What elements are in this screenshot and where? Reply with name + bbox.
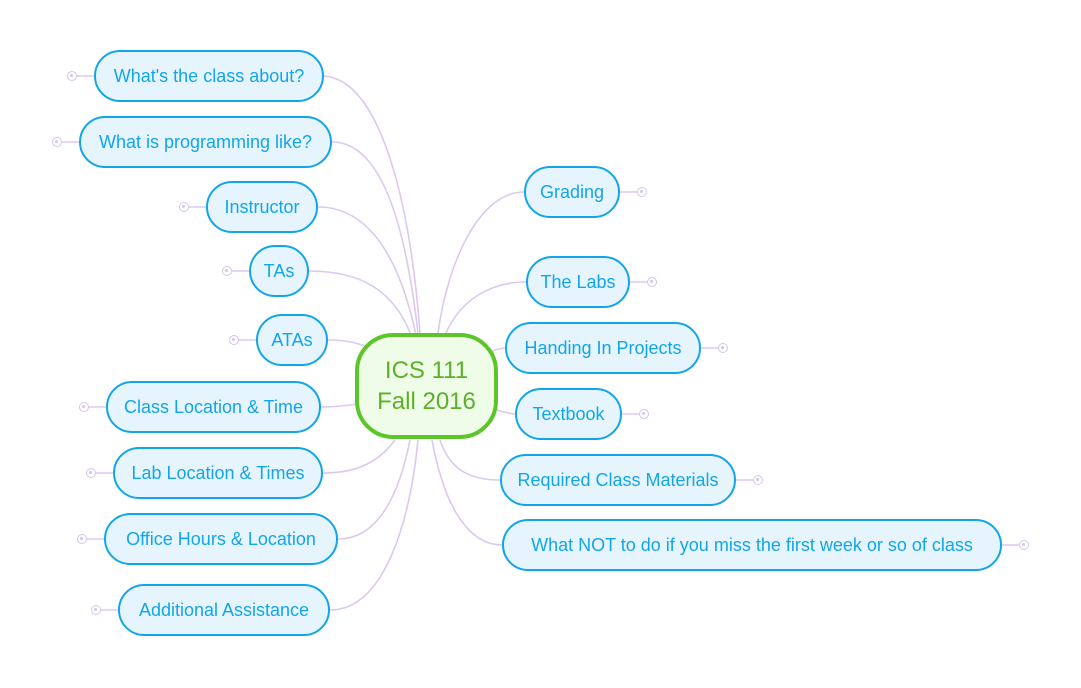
topic-label: What is programming like?: [98, 131, 313, 152]
topic-class-location-time[interactable]: Class Location & Time: [106, 381, 321, 433]
topic-label: Class Location & Time: [123, 396, 304, 417]
topic-required-class-materials[interactable]: Required Class Materials: [500, 454, 736, 506]
topic-whats-the-class-about[interactable]: What's the class about?: [94, 50, 324, 102]
topic-label: Textbook: [532, 403, 605, 424]
central-topic-line2: Fall 2016: [377, 388, 476, 415]
collapse-toggle-icon[interactable]: [79, 402, 89, 412]
collapse-toggle-icon[interactable]: [179, 202, 189, 212]
collapse-toggle-icon[interactable]: [1019, 540, 1029, 550]
topic-atas[interactable]: ATAs: [256, 314, 328, 366]
topic-label: ATAs: [271, 329, 313, 350]
topic-label: Lab Location & Times: [131, 462, 305, 483]
collapse-toggle-icon[interactable]: [753, 475, 763, 485]
central-topic[interactable]: ICS 111 Fall 2016: [355, 333, 498, 439]
topic-label: Office Hours & Location: [126, 528, 316, 549]
topic-the-labs[interactable]: The Labs: [526, 256, 630, 308]
central-topic-line1: ICS 111: [384, 357, 469, 384]
topic-what-is-programming-like[interactable]: What is programming like?: [79, 116, 332, 168]
collapse-toggle-icon[interactable]: [718, 343, 728, 353]
topic-label: The Labs: [540, 271, 616, 292]
collapse-toggle-icon[interactable]: [91, 605, 101, 615]
collapse-toggle-icon[interactable]: [77, 534, 87, 544]
topic-grading[interactable]: Grading: [524, 166, 620, 218]
collapse-toggle-icon[interactable]: [637, 187, 647, 197]
topic-label: TAs: [263, 260, 295, 281]
collapse-toggle-icon[interactable]: [647, 277, 657, 287]
topic-lab-location-times[interactable]: Lab Location & Times: [113, 447, 323, 499]
collapse-toggle-icon[interactable]: [229, 335, 239, 345]
topic-what-not-to-do[interactable]: What NOT to do if you miss the first wee…: [502, 519, 1002, 571]
collapse-toggle-icon[interactable]: [86, 468, 96, 478]
topic-label: Required Class Materials: [517, 469, 719, 490]
topic-label: Instructor: [224, 196, 300, 217]
topic-handing-in-projects[interactable]: Handing In Projects: [505, 322, 701, 374]
topic-label: Handing In Projects: [524, 337, 682, 358]
topic-additional-assistance[interactable]: Additional Assistance: [118, 584, 330, 636]
topic-label: Grading: [539, 181, 605, 202]
collapse-toggle-icon[interactable]: [222, 266, 232, 276]
topic-label: What NOT to do if you miss the first wee…: [531, 534, 973, 555]
topic-textbook[interactable]: Textbook: [515, 388, 622, 440]
topic-instructor[interactable]: Instructor: [206, 181, 318, 233]
topic-label: What's the class about?: [113, 65, 305, 86]
collapse-toggle-icon[interactable]: [67, 71, 77, 81]
topic-tas[interactable]: TAs: [249, 245, 309, 297]
topic-office-hours-location[interactable]: Office Hours & Location: [104, 513, 338, 565]
collapse-toggle-icon[interactable]: [52, 137, 62, 147]
collapse-toggle-icon[interactable]: [639, 409, 649, 419]
topic-label: Additional Assistance: [138, 599, 310, 620]
